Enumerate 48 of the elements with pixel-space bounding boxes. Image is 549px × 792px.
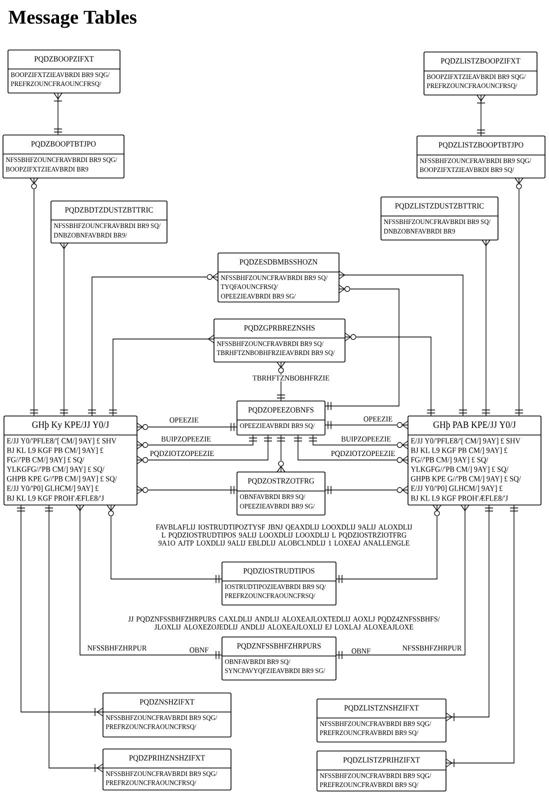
relationship-line [30, 178, 38, 416]
table-name: PQDZLISTZDUSTZBTTRIC [395, 203, 484, 210]
relationship-line [16, 504, 104, 716]
relationship-line [344, 332, 436, 416]
relationship-line [324, 284, 400, 410]
relationship-line [108, 334, 214, 416]
relationship-line [276, 362, 286, 402]
table-name: PQDZNFSSBHFZHRPURS [237, 643, 321, 650]
relationship-line [324, 486, 408, 494]
relationship-line [136, 434, 258, 450]
relationship-line [294, 434, 408, 464]
table-name: PQDZGPRBREZNSHS [244, 325, 315, 332]
relationship-line [446, 504, 494, 722]
relationship-line [60, 242, 68, 416]
relationship-line [336, 504, 442, 584]
relationship-line [338, 270, 468, 416]
table-name: PQDZNSHZIFXT [140, 699, 194, 706]
relationship-line [106, 504, 222, 584]
table-name: PQDZBOOPZIFXT [34, 56, 94, 63]
table-name: PQDZLISTZBOOPTBTJPO [438, 142, 524, 149]
relationship-line [336, 504, 470, 660]
relationship-line [308, 434, 408, 450]
relationship-line [324, 420, 408, 430]
table-name: PQDZLISTZBOOPZIFXT [440, 58, 520, 65]
table-name: PQDZBOOPTBTJPO [31, 141, 96, 148]
relationship-line [54, 92, 62, 136]
relationship-line [446, 504, 518, 768]
relationship-line [136, 434, 272, 464]
relationship-line [76, 504, 222, 660]
table-name: PQDZIOSTRUDTIPOS [243, 568, 314, 575]
table-name: PQDZOSTRZOTFRG [248, 478, 314, 485]
relationship-line [44, 504, 104, 772]
table-name: PQDZOPEEZOBNFS [248, 407, 314, 414]
relationship-line [514, 178, 524, 416]
relationship-line [482, 240, 490, 416]
relationship-line [88, 272, 218, 416]
table-name: PQDZBDTZDUSTZBTTRIC [65, 207, 153, 214]
table-name: PQDZLISTZNSHZIFXT [344, 705, 419, 712]
relationship-line [276, 434, 286, 472]
table-name: PQDZPRIHZNSHZIFXT [129, 755, 205, 762]
relationship-line [136, 422, 238, 432]
table-name: GHþ PAB KPE/JJ Y0/J [433, 421, 516, 430]
table-name: PQDZLISTZPRIHZIFXT [343, 757, 420, 764]
relationship-line [136, 486, 238, 494]
title: Message Tables [8, 10, 136, 28]
relationship-line [476, 94, 486, 136]
table-name: GHþ Ky KPE/JJ Y0/J [32, 421, 109, 430]
table-name: PQDZESDBMBSSHOZN [240, 259, 318, 266]
